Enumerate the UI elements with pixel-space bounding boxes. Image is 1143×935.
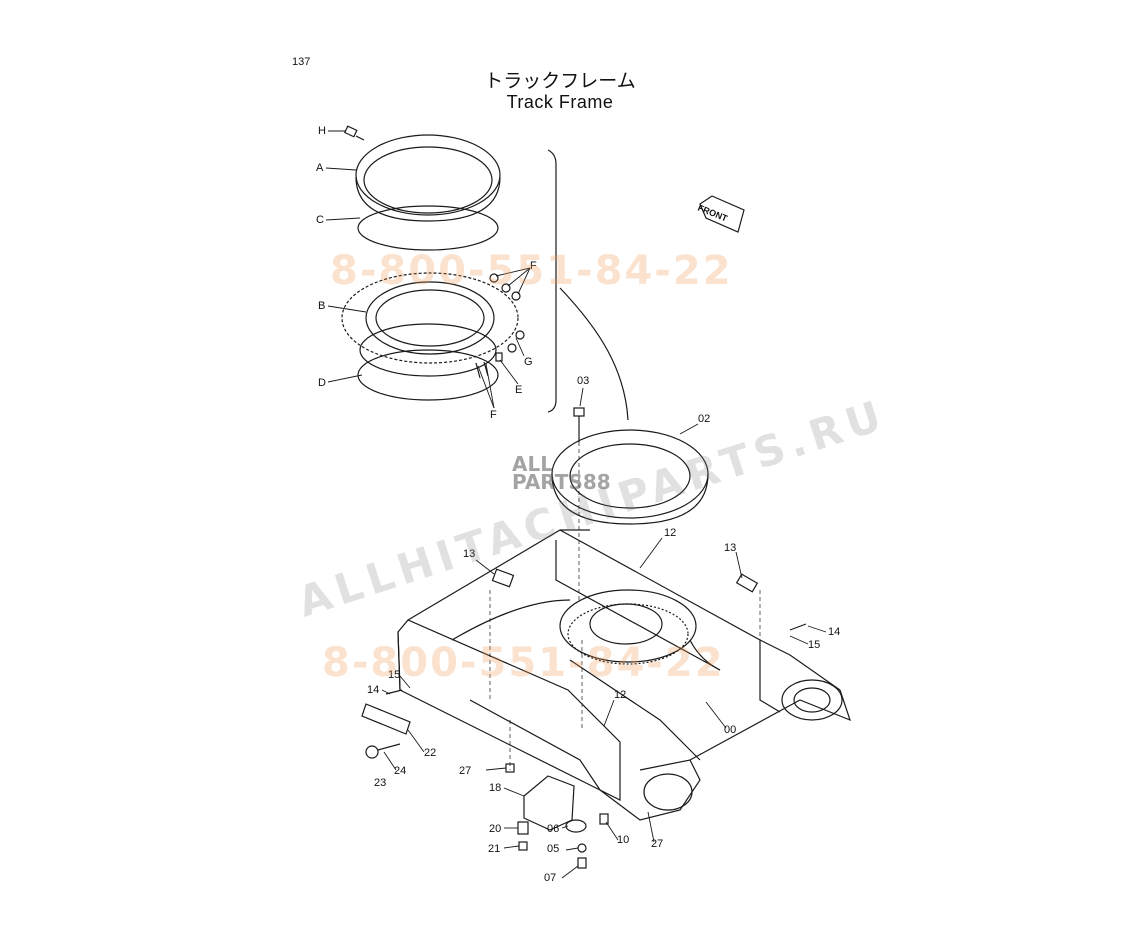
guide-curve [559, 287, 629, 421]
callout-a: A [316, 162, 324, 174]
part-13-left-block [491, 568, 515, 588]
part-h-bolt [343, 125, 365, 141]
callout-b: B [318, 300, 326, 312]
part-a-outer-ring [355, 134, 501, 222]
callout-27-left: 27 [459, 765, 472, 777]
callout-07: 07 [544, 872, 557, 884]
callout-h: H [318, 125, 326, 137]
part-02-gear-ring [551, 429, 709, 525]
callout-12-bottom: 12 [614, 689, 627, 701]
part-05-washer [577, 843, 587, 853]
callout-14-left: 14 [367, 684, 380, 696]
part-c-seal [357, 205, 499, 251]
callout-02: 02 [698, 413, 711, 425]
callout-06: 06 [547, 823, 560, 835]
part-21-bolt [518, 841, 528, 851]
assembly-bracket [547, 149, 557, 413]
part-b-bearing [341, 272, 519, 364]
callout-05: 05 [547, 843, 560, 855]
callout-00: 00 [724, 724, 737, 736]
part-20-spacer [517, 821, 529, 835]
part-07-bolt [577, 857, 587, 869]
part-10-bushing [599, 813, 609, 825]
page-number: 137 [292, 56, 311, 68]
leader-lines [325, 130, 827, 879]
front-arrow-icon [699, 195, 745, 233]
callout-e: E [515, 384, 523, 396]
part-13-right-block [735, 573, 759, 593]
parts-f-g-e [475, 273, 525, 379]
callout-21: 21 [488, 843, 501, 855]
callout-23: 23 [374, 777, 387, 789]
callout-15-right: 15 [808, 639, 821, 651]
callout-22: 22 [424, 747, 437, 759]
callout-g: G [524, 356, 533, 368]
callout-18: 18 [489, 782, 502, 794]
callout-f-top: F [530, 260, 537, 272]
callout-12-top: 12 [664, 527, 677, 539]
callout-10: 10 [617, 834, 630, 846]
callout-d: D [318, 377, 326, 389]
part-18-bracket [523, 775, 575, 831]
callout-13-right: 13 [724, 542, 737, 554]
assembly-centerlines [489, 442, 761, 770]
part-23-24-bolt [365, 743, 401, 759]
callout-13-left: 13 [463, 548, 476, 560]
callout-14-right: 14 [828, 626, 841, 638]
callout-20: 20 [489, 823, 502, 835]
part-22-guard [361, 703, 411, 735]
page-title-japanese: トラックフレーム [484, 70, 636, 92]
part-06-plate [565, 819, 587, 833]
callout-24: 24 [394, 765, 407, 777]
part-14-right-bolt [789, 623, 807, 631]
part-d-ring [357, 323, 499, 401]
callout-03: 03 [577, 375, 590, 387]
part-00-frame-body [397, 529, 851, 821]
callout-f-bottom: F [490, 409, 497, 421]
callout-c: C [316, 214, 324, 226]
callout-27-right: 27 [651, 838, 664, 850]
callout-15-left: 15 [388, 669, 401, 681]
page-title-english: Track Frame [506, 92, 614, 112]
part-03-bolt [573, 407, 585, 442]
